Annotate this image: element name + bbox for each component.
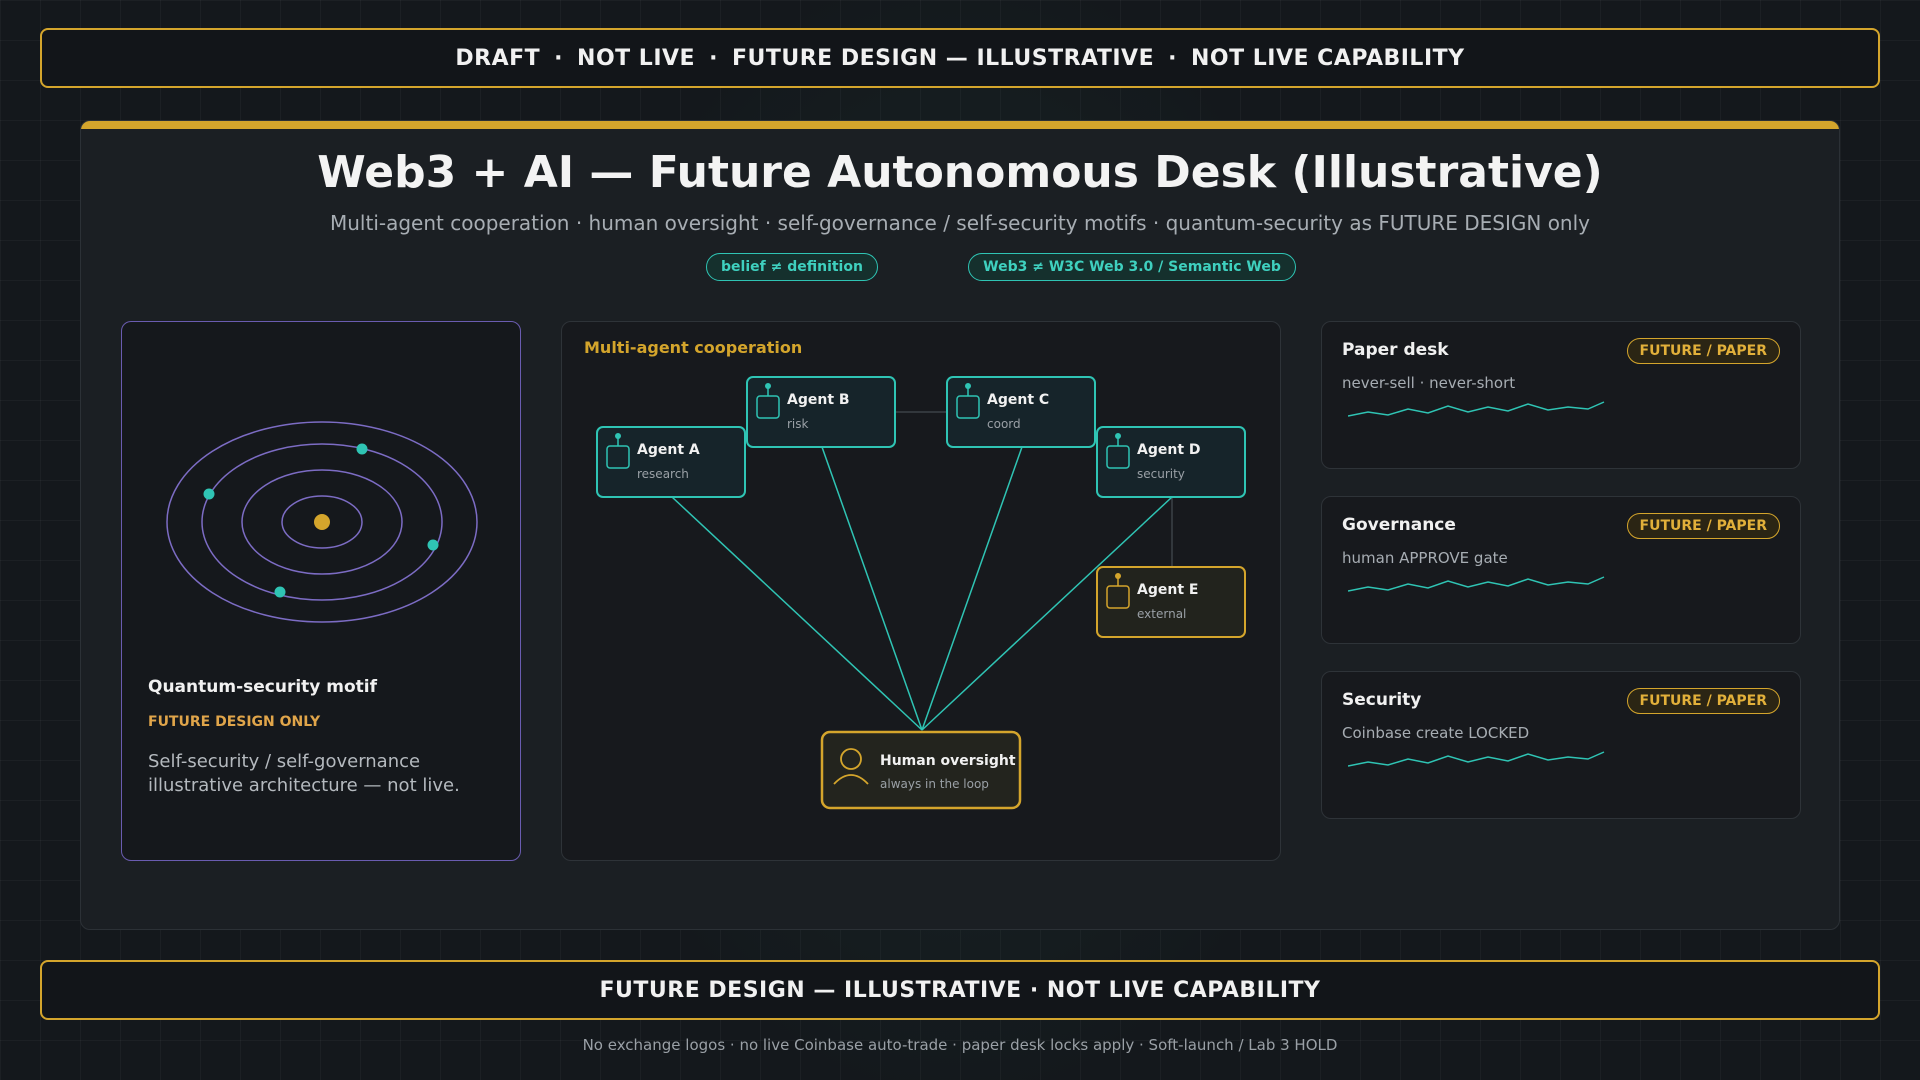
human-oversight-node: Human oversight always in the loop (820, 730, 1022, 810)
pill-web3-distinction: Web3 ≠ W3C Web 3.0 / Semantic Web (968, 253, 1296, 281)
banner-item-not-live: NOT LIVE (577, 45, 696, 71)
paper-desk-title: Paper desk (1342, 340, 1449, 360)
panel-accent-bar (81, 121, 1839, 129)
agent-node-b: Agent B risk (746, 376, 896, 448)
agent-e-role: external (1137, 607, 1186, 621)
quantum-card-title: Quantum-security motif (148, 677, 378, 697)
orbit-ring-2 (201, 443, 443, 601)
agent-node-e: Agent E external (1096, 566, 1246, 638)
multi-agent-title: Multi-agent cooperation (584, 338, 803, 357)
agent-node-a: Agent A research (596, 426, 746, 498)
quantum-card-description: Self-security / self-governance illustra… (148, 751, 460, 796)
quantum-card-tag: FUTURE DESIGN ONLY (148, 714, 321, 730)
orbit-particle (427, 539, 439, 551)
human-oversight-title: Human oversight (880, 753, 1016, 769)
banner-separator: · (554, 45, 564, 71)
agent-a-role: research (637, 467, 689, 481)
security-card: Security FUTURE / PAPER Coinbase create … (1321, 671, 1801, 819)
agent-d-name: Agent D (1137, 442, 1201, 458)
paper-desk-badge: FUTURE / PAPER (1626, 338, 1780, 364)
orbit-ring-outer (166, 421, 478, 623)
security-description: Coinbase create LOCKED (1342, 724, 1530, 742)
agent-node-d: Agent D security (1096, 426, 1246, 498)
governance-card: Governance FUTURE / PAPER human APPROVE … (1321, 496, 1801, 644)
agent-icon (756, 383, 780, 419)
page-title: Web3 + AI — Future Autonomous Desk (Illu… (317, 147, 1603, 198)
banner-separator: · (709, 45, 718, 71)
paper-desk-card: Paper desk FUTURE / PAPER never-sell · n… (1321, 321, 1801, 469)
link-agent-d-human (921, 496, 1173, 731)
agent-b-name: Agent B (787, 392, 850, 408)
banner-item-draft: DRAFT (455, 45, 541, 71)
banner-separator: · (1168, 45, 1177, 71)
agent-c-name: Agent C (987, 392, 1049, 408)
governance-description: human APPROVE gate (1342, 549, 1508, 567)
pill-belief-definition: belief ≠ definition (706, 253, 878, 281)
footnote: No exchange logos · no live Coinbase aut… (582, 1036, 1338, 1054)
orbit-particle (356, 443, 368, 455)
governance-badge: FUTURE / PAPER (1626, 513, 1780, 539)
quantum-security-card: Quantum-security motif FUTURE DESIGN ONL… (121, 321, 521, 861)
banner-item-not-live-capability: NOT LIVE CAPABILITY (1190, 45, 1465, 71)
link-agent-b-human (821, 446, 923, 731)
agent-diagram: Agent A research Agent B risk (596, 376, 1246, 810)
governance-title: Governance (1342, 515, 1456, 535)
agent-icon (606, 433, 630, 469)
agent-e-name: Agent E (1137, 582, 1198, 598)
orbit-particle (274, 586, 286, 598)
orbit-particle (203, 488, 215, 500)
main-panel: Web3 + AI — Future Autonomous Desk (Illu… (80, 120, 1840, 930)
security-title: Security (1342, 690, 1422, 710)
agent-icon (956, 383, 980, 419)
agent-icon (1106, 433, 1130, 469)
top-banner: DRAFT · NOT LIVE · FUTURE DESIGN — ILLUS… (40, 28, 1880, 88)
orbit-ring-inner (281, 495, 363, 549)
agent-node-c: Agent C coord (946, 376, 1096, 448)
bottom-banner: FUTURE DESIGN — ILLUSTRATIVE · NOT LIVE … (40, 960, 1880, 1020)
agent-a-name: Agent A (637, 442, 700, 458)
agent-d-role: security (1137, 467, 1185, 481)
sparkline-icon (1348, 751, 1605, 767)
security-badge: FUTURE / PAPER (1626, 688, 1780, 714)
link-agent-c-human (921, 446, 1023, 731)
agent-icon (1106, 573, 1130, 609)
sparkline-icon (1348, 401, 1605, 417)
agent-c-role: coord (987, 417, 1021, 431)
link-agent-a-human (671, 496, 923, 731)
sparkline-icon (1348, 576, 1605, 592)
orbit-ring-3 (241, 469, 403, 575)
multi-agent-card: Multi-agent cooperation Agent A r (561, 321, 1281, 861)
paper-desk-description: never-sell · never-short (1342, 374, 1516, 392)
banner-item-future-design: FUTURE DESIGN — ILLUSTRATIVE (731, 45, 1155, 71)
agent-b-role: risk (787, 417, 809, 431)
page-subtitle: Multi-agent cooperation · human oversigh… (329, 211, 1590, 235)
orbit-nucleus (314, 514, 330, 530)
human-oversight-note: always in the loop (880, 777, 989, 791)
person-icon (833, 748, 869, 785)
orbit-icon (166, 421, 478, 623)
